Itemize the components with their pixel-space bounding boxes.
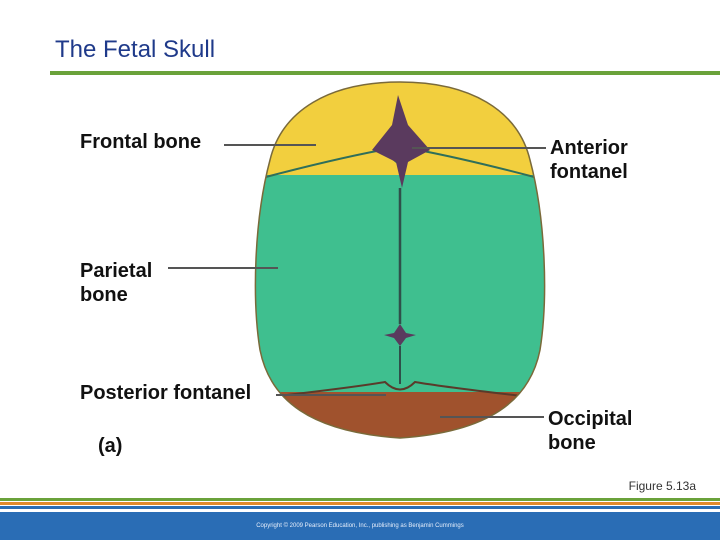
figure-reference: Figure 5.13a (628, 479, 696, 493)
frontal-bone-label: Frontal bone (80, 131, 202, 153)
footer-stripe-green (0, 498, 720, 501)
slide-title: The Fetal Skull (55, 36, 216, 63)
occipital-bone-label-line1: Occipital (548, 408, 633, 430)
copyright-text: Copyright © 2009 Pearson Education, Inc.… (256, 523, 464, 529)
frontal-bone-leader (224, 144, 316, 146)
panel-label: (a) (98, 435, 123, 457)
occipital-bone-leader (440, 416, 544, 418)
anterior-fontanel-shape (372, 95, 430, 188)
anterior-fontanel-label-line1: Anterior (550, 137, 628, 159)
footer-bar (0, 512, 720, 540)
anterior-fontanel-label-line2: fontanel (550, 161, 628, 183)
parietal-bone-label-line1: Parietal (80, 260, 153, 282)
footer-stripe-blue (0, 506, 720, 509)
parietal-bone-label-line2: bone (80, 284, 128, 306)
footer-stripe-orange (0, 502, 720, 505)
anterior-fontanel-leader (412, 147, 546, 149)
occipital-bone-label-line2: bone (548, 432, 596, 454)
posterior-fontanel-leader (276, 394, 386, 396)
parietal-bone-leader (168, 267, 278, 269)
anterior-fontanel-label: Anterior fontanel (550, 136, 628, 184)
title-underline (50, 71, 720, 75)
posterior-fontanel-label: Posterior fontanel (80, 382, 252, 404)
parietal-bone-label: Parietal bone (80, 259, 152, 307)
occipital-bone-label: Occipital bone (548, 407, 632, 455)
posterior-fontanel-shape (384, 324, 416, 346)
